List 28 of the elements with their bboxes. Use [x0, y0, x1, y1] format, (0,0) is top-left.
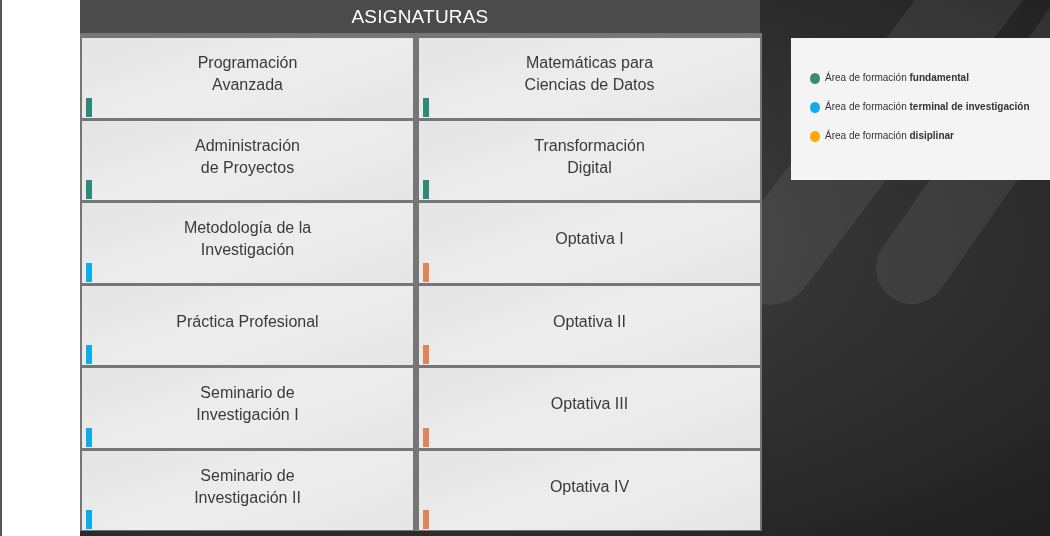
- subject-name: Metodología de la Investigación: [182, 218, 313, 260]
- subject-name: Optativa IV: [549, 477, 630, 497]
- subject-panel: [419, 38, 760, 118]
- subject-name: Práctica Profesional: [176, 312, 319, 332]
- subject-name: Transformación Digital: [533, 136, 646, 178]
- subject-panel: [82, 451, 413, 530]
- legend-label: Área de formación terminal de investigación: [825, 101, 1030, 113]
- subject-panel: [419, 121, 760, 200]
- subject-name: Matemáticas para Ciencias de Datos: [523, 53, 656, 95]
- subject-panel: [82, 38, 413, 118]
- subject-name: Optativa I: [555, 229, 624, 249]
- subject-name: Seminario de Investigación II: [193, 466, 302, 508]
- subject-panel: [82, 203, 413, 283]
- legend-label: Área de formación fundamental: [825, 72, 969, 84]
- subject-panel: [419, 286, 760, 365]
- subject-panel: [82, 121, 413, 200]
- subject-panel: [419, 203, 760, 283]
- title-banner: ASIGNATURAS: [80, 0, 760, 33]
- subject-name: Programación Avanzada: [196, 53, 299, 95]
- subject-panel: [82, 286, 413, 365]
- subject-name: Administración de Proyectos: [194, 136, 301, 178]
- subject-name: Seminario de Investigación I: [195, 383, 300, 425]
- subject-panel: [82, 368, 413, 448]
- subject-panel: [419, 451, 760, 530]
- subject-name: Optativa II: [553, 312, 626, 332]
- subject-panel: [419, 368, 760, 448]
- legend-label: Área de formación disiplinar: [825, 130, 954, 142]
- subject-name: Optativa III: [550, 394, 629, 414]
